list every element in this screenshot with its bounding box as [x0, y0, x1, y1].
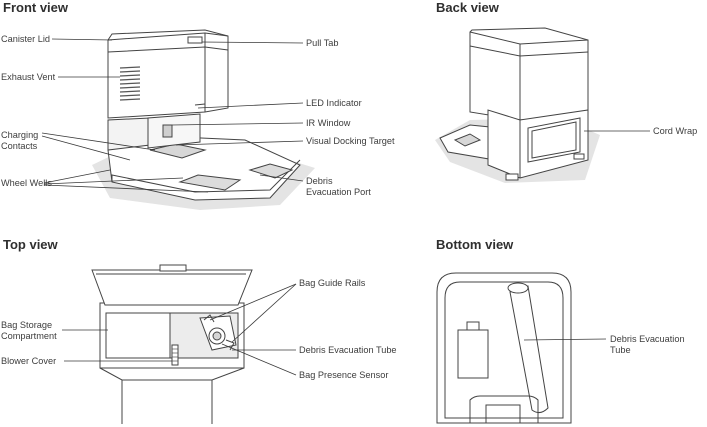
label-blower-cover: Blower Cover [1, 356, 57, 366]
bottom-view-illustration [436, 272, 572, 424]
label-charging-contacts: Charging Contacts [1, 130, 39, 151]
label-cord-wrap: Cord Wrap [653, 126, 698, 136]
label-bag-storage-compartment: Bag Storage Compartment [1, 320, 57, 341]
front-leader-lines [41, 38, 304, 193]
bottom-view-title: Bottom view [436, 237, 514, 252]
label-debris-evacuation-port: Debris Evacuation Port [306, 176, 371, 197]
front-view-illustration [92, 29, 315, 210]
front-view-title: Front view [3, 0, 69, 15]
top-leader-lines [62, 283, 297, 376]
top-view-title: Top view [3, 237, 58, 252]
label-wheel-wells: Wheel Wells [1, 178, 52, 188]
label-led-indicator: LED Indicator [306, 98, 362, 108]
label-canister-lid: Canister Lid [1, 34, 51, 44]
label-exhaust-vent: Exhaust Vent [1, 72, 56, 82]
back-view-title: Back view [436, 0, 499, 15]
label-debris-evacuation-tube-bottom: Debris Evacuation Tube [610, 334, 685, 355]
label-bag-presence-sensor: Bag Presence Sensor [299, 370, 389, 380]
label-visual-docking-target: Visual Docking Target [306, 136, 395, 146]
label-debris-evacuation-tube-top: Debris Evacuation Tube [299, 345, 397, 355]
label-pull-tab: Pull Tab [306, 38, 339, 48]
back-view-illustration [435, 27, 600, 183]
label-bag-guide-rails: Bag Guide Rails [299, 278, 366, 288]
label-ir-window: IR Window [306, 118, 351, 128]
top-view-illustration [91, 264, 253, 424]
bottom-leader-lines [523, 338, 607, 341]
